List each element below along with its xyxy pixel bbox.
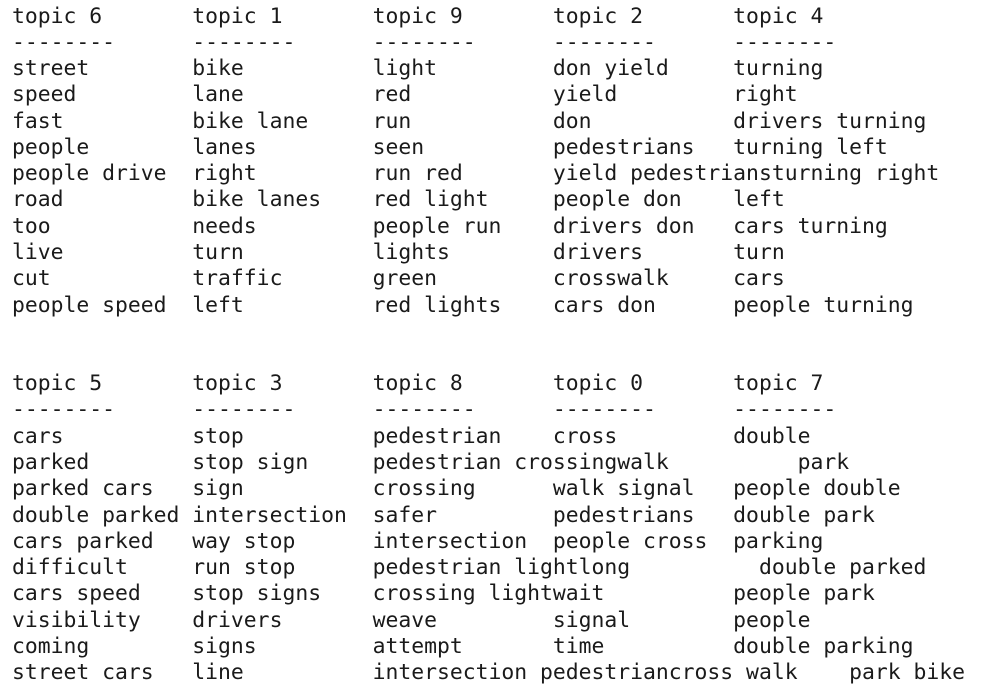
term-row: cars parked way stop intersection people… — [12, 529, 824, 554]
term-row: too needs people run drivers don cars tu… — [12, 214, 888, 239]
term-row: cars stop pedestrian cross double — [12, 424, 811, 449]
term-row: fast bike lane run don drivers turning — [12, 109, 927, 134]
term-row: parked stop sign pedestrian crossingwalk… — [12, 450, 850, 475]
term-row: difficult run stop pedestrian lightlong … — [12, 555, 927, 580]
term-row: coming signs attempt time double parking — [12, 634, 914, 659]
term-row: street cars line intersection pedestrian… — [12, 660, 965, 685]
term-row: cut traffic green crosswalk cars — [12, 266, 785, 291]
term-row: speed lane red yield right — [12, 82, 798, 107]
term-row: cars speed stop signs crossing lightwait… — [12, 581, 875, 606]
term-row: people lanes seen pedestrians turning le… — [12, 135, 888, 160]
topic-header-row-2: topic 5 topic 3 topic 8 topic 0 topic 7 — [12, 371, 824, 396]
term-row: people drive right run red yield pedestr… — [12, 161, 940, 186]
term-row: street bike light don yield turning — [12, 56, 824, 81]
term-row: live turn lights drivers turn — [12, 240, 785, 265]
term-row: parked cars sign crossing walk signal pe… — [12, 476, 901, 501]
separator-row-2: -------- -------- -------- -------- ----… — [12, 397, 837, 422]
topic-header-row-1: topic 6 topic 1 topic 9 topic 2 topic 4 — [12, 4, 824, 29]
term-row: people speed left red lights cars don pe… — [12, 293, 914, 318]
separator-row-1: -------- -------- -------- -------- ----… — [12, 30, 837, 55]
term-row: double parked intersection safer pedestr… — [12, 503, 875, 528]
term-row: road bike lanes red light people don lef… — [12, 187, 785, 212]
term-row: visibility drivers weave signal people — [12, 608, 811, 633]
